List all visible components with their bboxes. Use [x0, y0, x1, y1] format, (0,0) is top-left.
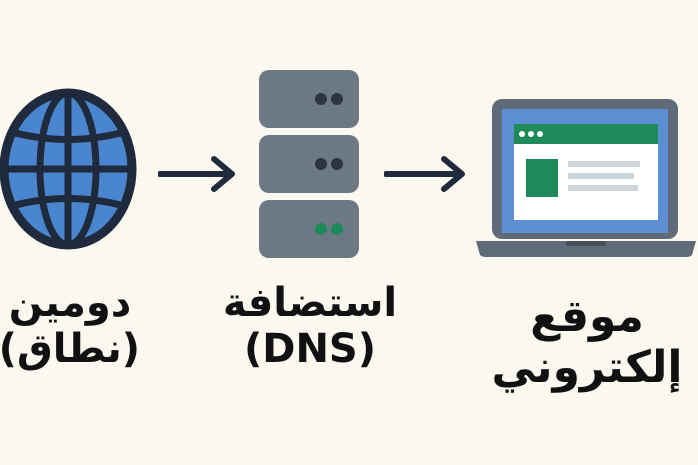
domain-label: دومين (نطاق) [0, 280, 140, 372]
website-label: موقع إلكتروني [478, 291, 696, 393]
laptop-icon [476, 99, 696, 257]
domain-label-name: دومين [8, 280, 132, 326]
hosting-label-subtitle: (DNS) [243, 326, 377, 372]
hosting-label: استضافة (DNS) [212, 280, 408, 372]
arrow-right-icon [384, 156, 465, 192]
globe-icon [0, 88, 137, 250]
website-label-name: موقع [530, 291, 644, 342]
arrow-right-icon [158, 156, 235, 192]
website-label-subtitle: إلكتروني [491, 341, 683, 393]
hosting-label-name: استضافة [222, 280, 398, 326]
domain-label-subtitle: (نطاق) [0, 326, 140, 372]
server-icon [259, 70, 359, 258]
